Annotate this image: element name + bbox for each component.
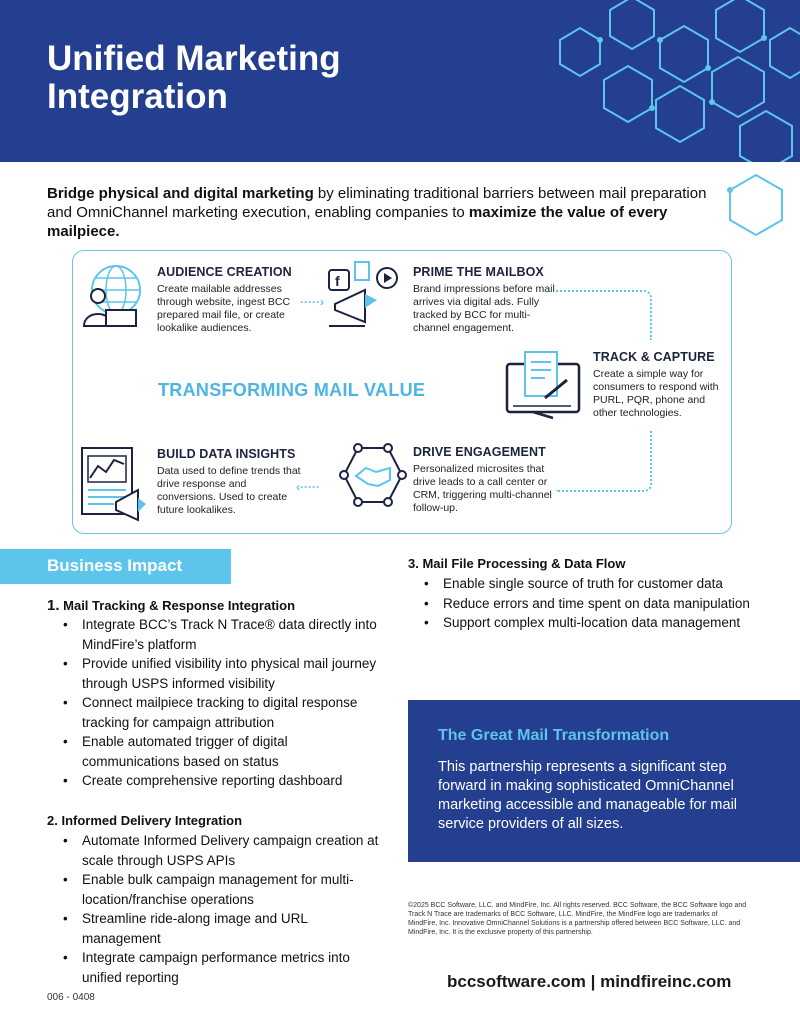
step-title: TRACK & CAPTURE xyxy=(593,350,715,364)
list-item: Support complex multi-location data mana… xyxy=(408,613,768,633)
step-title: AUDIENCE CREATION xyxy=(157,265,292,279)
website-urls[interactable]: bccsoftware.com | mindfireinc.com xyxy=(447,972,732,991)
callout-box: The Great Mail Transformation This partn… xyxy=(408,700,800,862)
step-desc: Personalized microsites that drive leads… xyxy=(413,463,552,514)
callout-title: The Great Mail Transformation xyxy=(438,727,670,744)
section-3-title: 3. Mail File Processing & Data Flow xyxy=(408,556,625,571)
step-title: DRIVE ENGAGEMENT xyxy=(413,445,546,459)
list-item: Automate Informed Delivery campaign crea… xyxy=(47,831,387,870)
header-banner: Unified Marketing Integration xyxy=(0,0,800,162)
hexagon-tail-graphic xyxy=(727,173,783,237)
list-item: Provide unified visibility into physical… xyxy=(47,654,387,693)
list-item: Connect mailpiece tracking to digital re… xyxy=(47,693,387,732)
section-title-text: Mail Tracking & Response Integration xyxy=(63,598,296,613)
globe-person-laptop-icon xyxy=(82,265,141,327)
section-2-list: Automate Informed Delivery campaign crea… xyxy=(47,831,387,987)
step-desc: Create mailable addresses through websit… xyxy=(157,283,291,334)
section-2-title: 2. Informed Delivery Integration xyxy=(47,813,242,828)
list-item: Enable automated trigger of digital comm… xyxy=(47,732,387,771)
chart-megaphone-icon xyxy=(81,447,146,522)
list-item: Integrate BCC’s Track N Trace® data dire… xyxy=(47,615,387,654)
arrow-left-2: ‹····· xyxy=(296,480,320,494)
intro-paragraph: Bridge physical and digital marketing by… xyxy=(47,184,727,241)
step-desc: Brand impressions before mail arrives vi… xyxy=(413,283,555,334)
step-desc: Create a simple way for consumers to res… xyxy=(593,368,719,419)
megaphone-social-icon: f xyxy=(328,261,398,327)
list-item: Enable single source of truth for custom… xyxy=(408,574,768,594)
list-item: Enable bulk campaign management for mult… xyxy=(47,870,387,909)
flow-center-title: TRANSFORMING MAIL VALUE xyxy=(158,380,426,400)
arrow-down-connector xyxy=(556,290,652,340)
section-number: 2. xyxy=(47,813,58,828)
section-1-title: 1. Mail Tracking & Response Integration xyxy=(47,597,295,614)
step-title: BUILD DATA INSIGHTS xyxy=(157,447,296,461)
list-item: Create comprehensive reporting dashboard xyxy=(47,771,387,791)
arrow-left-connector xyxy=(556,430,652,492)
step-audience-creation: AUDIENCE CREATION Create mailable addres… xyxy=(157,265,307,335)
business-impact-heading: Business Impact xyxy=(47,556,183,575)
list-item: Reduce errors and time spent on data man… xyxy=(408,594,768,614)
section-1-list: Integrate BCC’s Track N Trace® data dire… xyxy=(47,615,387,791)
section-3-list: Enable single source of truth for custom… xyxy=(408,574,768,633)
section-number: 3. xyxy=(408,556,419,571)
step-track-capture: TRACK & CAPTURE Create a simple way for … xyxy=(593,350,728,420)
step-prime-the-mailbox: PRIME THE MAILBOX Brand impressions befo… xyxy=(413,265,563,335)
list-item: Streamline ride-along image and URL mana… xyxy=(47,909,387,948)
step-desc: Data used to define trends that drive re… xyxy=(157,465,301,516)
legal-notice: ©2025 BCC Software, LLC. and MindFire, I… xyxy=(408,902,747,936)
section-title-text: Informed Delivery Integration xyxy=(61,813,243,828)
monitor-document-icon xyxy=(505,351,581,420)
step-title: PRIME THE MAILBOX xyxy=(413,265,544,279)
arrow-right-1: ·····› xyxy=(300,295,324,309)
process-flow-box xyxy=(72,250,732,534)
step-build-data-insights: BUILD DATA INSIGHTS Data used to define … xyxy=(157,447,302,517)
list-item: Integrate campaign performance metrics i… xyxy=(47,948,387,987)
hexagon-network-graphic xyxy=(559,0,800,162)
intro-text: by eliminating traditional barriers betw… xyxy=(47,185,707,221)
intro-bold-lead: Bridge physical and digital marketing xyxy=(47,185,314,202)
business-impact-heading-bar: Business Impact xyxy=(0,549,231,584)
callout-text: This partnership represents a significan… xyxy=(438,759,738,832)
section-title-text: Mail File Processing & Data Flow xyxy=(422,556,626,571)
section-number: 1. xyxy=(47,597,60,614)
step-drive-engagement: DRIVE ENGAGEMENT Personalized microsites… xyxy=(413,445,558,515)
document-code: 006 - 0408 xyxy=(47,992,95,1003)
svg-text:f: f xyxy=(335,273,340,289)
page-title: Unified Marketing Integration xyxy=(47,39,341,116)
intro-bold-tail: maximize the value of every mailpiece. xyxy=(47,204,668,240)
handshake-network-icon xyxy=(339,443,407,507)
